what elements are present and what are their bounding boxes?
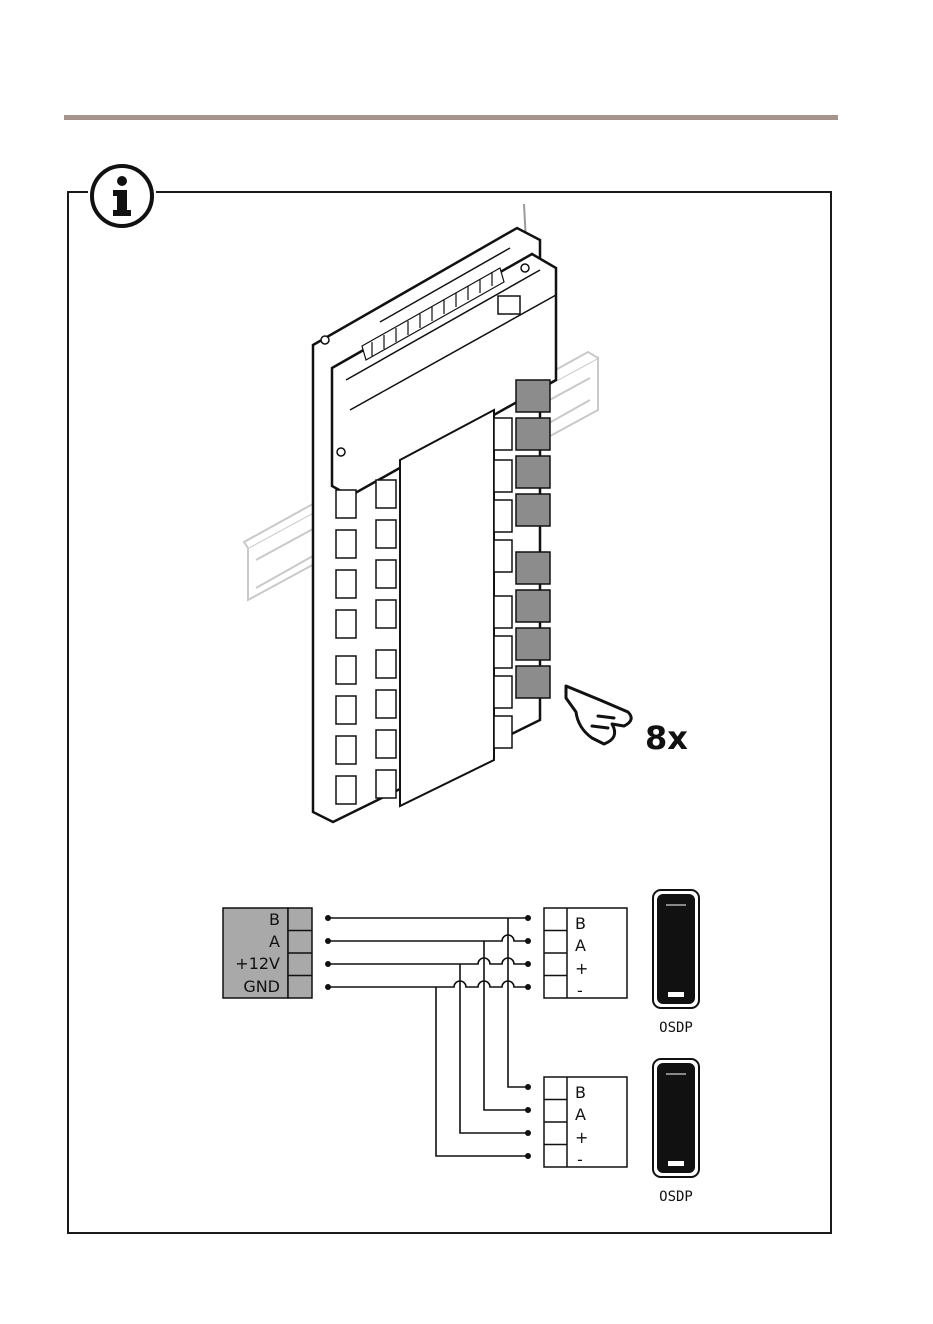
reader2-pin-minus: - bbox=[577, 1150, 583, 1169]
reader1-osdp-label: OSDP bbox=[659, 1020, 693, 1036]
controller-pin-b: B bbox=[269, 910, 280, 929]
wires bbox=[328, 918, 528, 1156]
multiplier-label: 8x bbox=[645, 719, 688, 757]
card-reader-icon bbox=[653, 1059, 699, 1177]
reader-terminal-1: B A + - bbox=[544, 908, 627, 1000]
reader2-pin-a: A bbox=[575, 1105, 586, 1124]
controller-pin-a: A bbox=[269, 932, 280, 951]
reader1-pin-minus: - bbox=[577, 981, 583, 1000]
reader1-pin-b: B bbox=[575, 914, 586, 933]
controller-pin-gnd: GND bbox=[243, 977, 280, 996]
reader-terminal-2: B A + - bbox=[544, 1077, 627, 1169]
reader1-pin-a: A bbox=[575, 936, 586, 955]
network-port bbox=[498, 296, 520, 314]
wire-junctions bbox=[325, 915, 531, 1159]
reader2-osdp-label: OSDP bbox=[659, 1189, 693, 1205]
reader2-pin-plus: + bbox=[575, 1128, 588, 1147]
reader2-pin-b: B bbox=[575, 1083, 586, 1102]
pointing-hand-icon bbox=[566, 686, 631, 744]
controller-terminal-block: B A +12V GND bbox=[223, 908, 312, 998]
controller-illustration bbox=[244, 204, 598, 822]
center-body bbox=[400, 410, 494, 806]
card-reader-icon bbox=[653, 890, 699, 1008]
reader1-pin-plus: + bbox=[575, 959, 588, 978]
controller-pin-12v: +12V bbox=[235, 954, 280, 973]
